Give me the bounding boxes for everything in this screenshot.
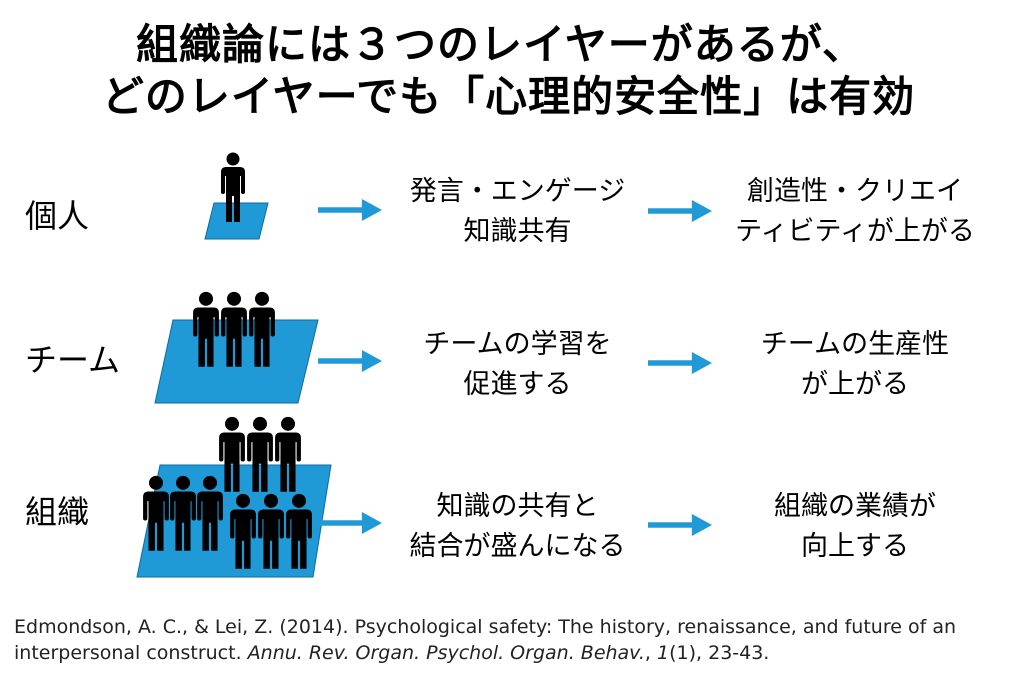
right-arrow-icon: [318, 512, 382, 534]
level-label-individual: 個人: [25, 197, 90, 235]
effect-line: 結合が盛んになる: [409, 531, 626, 562]
effect-organization: 知識の共有と 結合が盛んになる: [385, 487, 650, 567]
effect-individual: 発言・エンゲージ 知識共有: [385, 172, 650, 252]
effect-line: 知識共有: [463, 216, 572, 247]
row-organization-graphic: [136, 416, 332, 578]
citation-volume: 1: [657, 642, 670, 664]
right-arrow-icon: [648, 352, 712, 374]
citation: Edmondson, A. C., & Lei, Z. (2014). Psyc…: [14, 616, 957, 664]
right-arrow-icon: [648, 200, 712, 222]
citation-journal: Annu. Rev. Organ. Psychol. Organ. Behav.: [247, 642, 645, 664]
right-arrow-icon: [648, 514, 712, 536]
outcome-individual: 創造性・クリエイ ティビティが上がる: [705, 172, 1005, 252]
row-team-graphic: [154, 291, 319, 404]
effect-line: チームの学習を: [423, 329, 612, 360]
outcome-line: ティビティが上がる: [735, 216, 975, 247]
right-arrow-icon: [318, 350, 382, 372]
effect-line: 促進する: [463, 369, 572, 400]
outcome-organization: 組織の業績が 向上する: [705, 487, 1005, 567]
outcome-line: 創造性・クリエイ: [747, 176, 963, 207]
citation-issue-pages: (1), 23-43.: [669, 642, 770, 664]
outcome-line: が上がる: [801, 369, 909, 400]
effect-line: 知識の共有と: [436, 491, 599, 522]
level-label-organization: 組織: [25, 493, 90, 531]
title-line-2: どのレイヤーでも「心理的安全性」は有効: [101, 72, 916, 121]
outcome-line: 組織の業績が: [774, 491, 936, 522]
citation-text: Edmondson, A. C., & Lei, Z. (2014). Psyc…: [14, 616, 957, 664]
title-line-1: 組織論には３つのレイヤーがあるが、: [136, 20, 865, 69]
outcome-line: 向上する: [801, 531, 909, 562]
row-individual-graphic: [204, 152, 269, 240]
outcome-team: チームの生産性 が上がる: [705, 325, 1005, 405]
right-arrow-icon: [318, 199, 382, 221]
effect-line: 発言・エンゲージ: [409, 176, 626, 207]
level-label-team: チーム: [25, 341, 121, 379]
outcome-line: チームの生産性: [760, 329, 950, 360]
effect-team: チームの学習を 促進する: [385, 325, 650, 405]
